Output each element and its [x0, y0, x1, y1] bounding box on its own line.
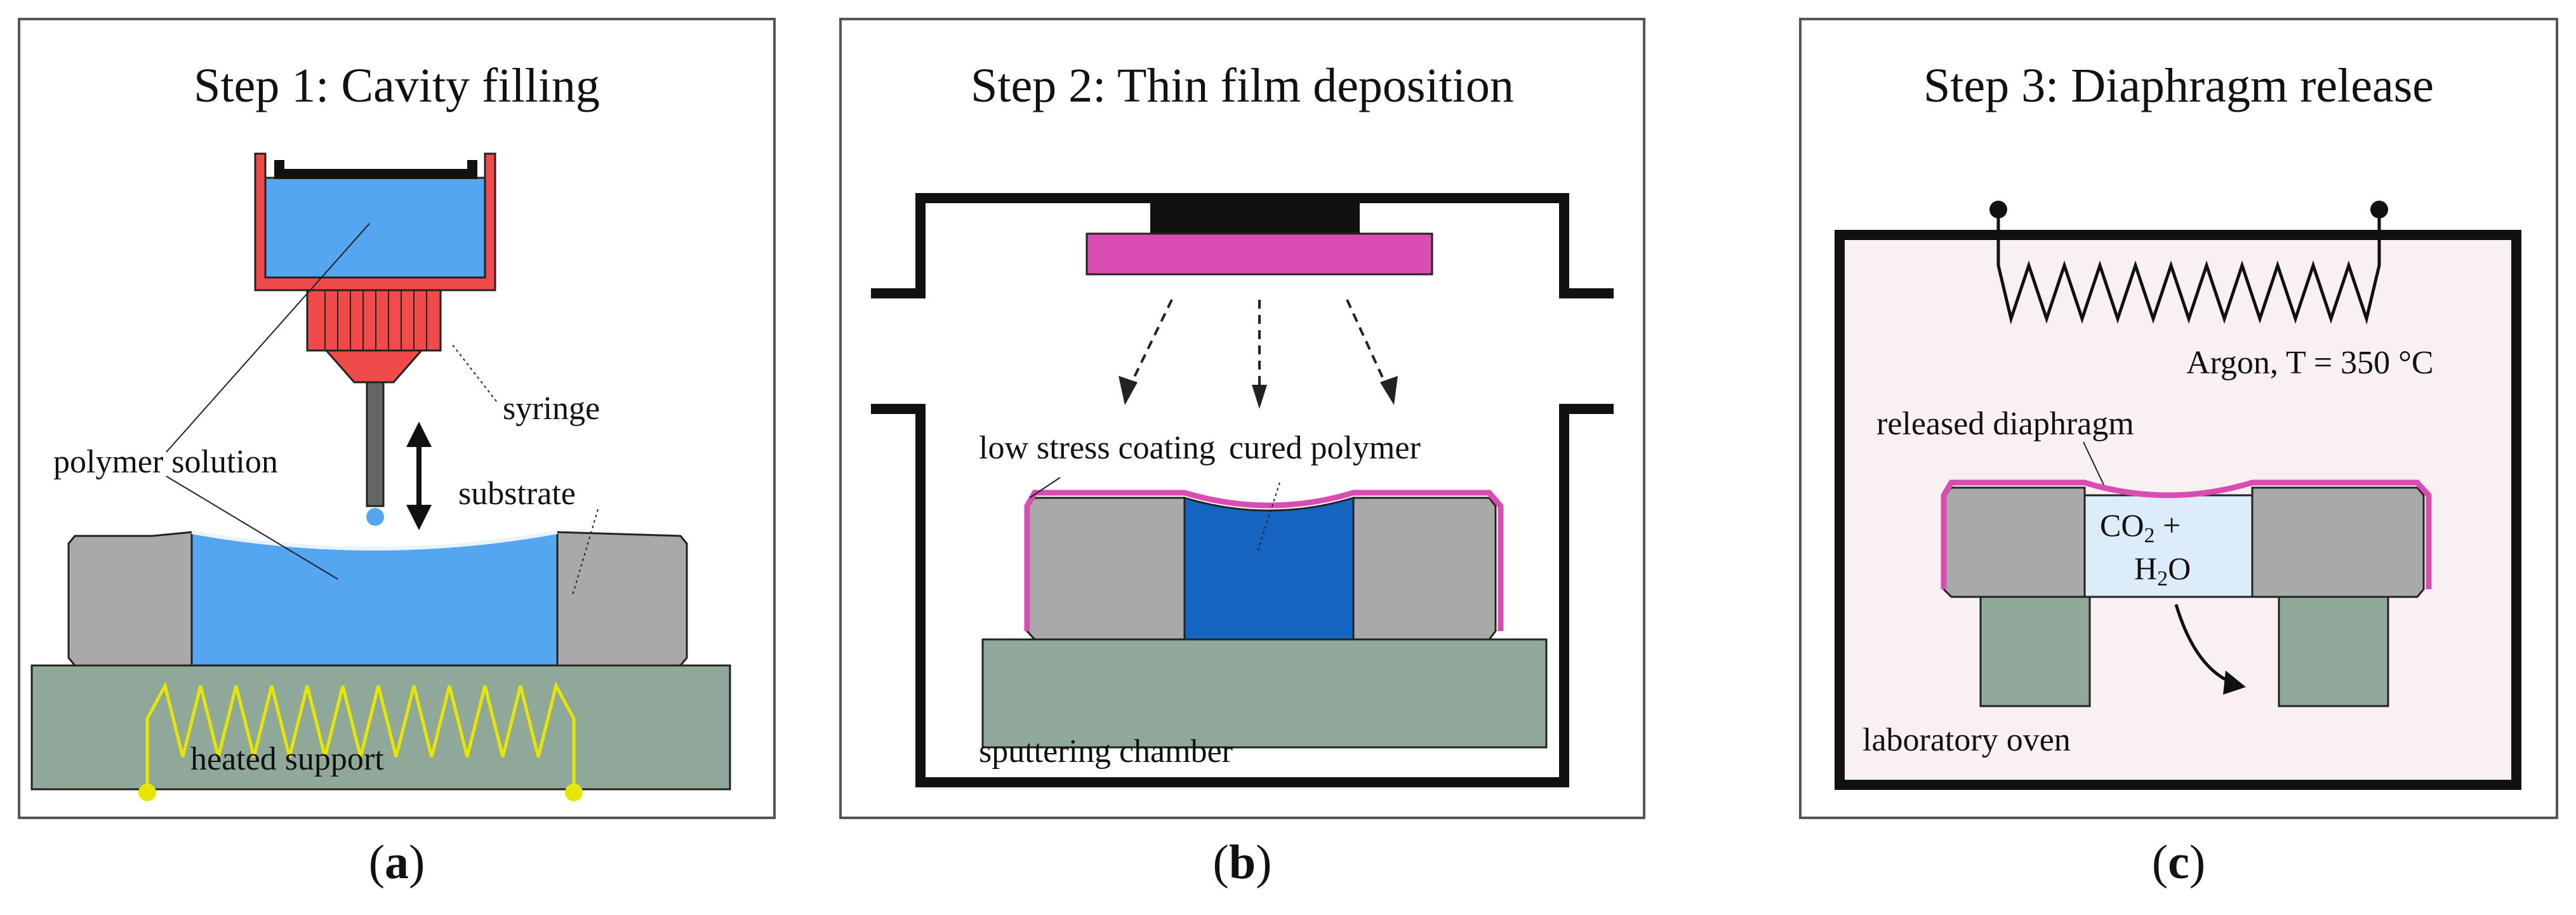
substrate-right: [556, 531, 688, 667]
caption-b: (b): [1212, 836, 1272, 889]
motion-arrow-head-up: [406, 422, 432, 447]
support-post-left: [1979, 596, 2091, 707]
sample-holder: [981, 638, 1548, 749]
syringe-needle: [366, 381, 385, 507]
heater-coil: [145, 681, 576, 767]
leader-low-stress-coating: [1029, 477, 1061, 498]
label-h2o: H2O: [2134, 551, 2191, 591]
syringe-fluid: [264, 177, 486, 279]
thin-film-deposition-diagram: low stress coating cured polymer sputter…: [871, 193, 1614, 787]
heater-terminal-left: [138, 784, 156, 801]
motion-arrow-head-down: [406, 505, 432, 530]
label-polymer-solution: polymer solution: [53, 444, 278, 480]
released-substrate-left: [1942, 486, 2086, 598]
released-cavity: [2083, 494, 2254, 598]
panel-thin-film-deposition: Step 2: Thin film deposition low stress …: [839, 18, 1645, 819]
coated-substrate-right: [1352, 497, 1497, 641]
polymer-droplet: [366, 508, 384, 526]
label-sputtering-chamber: sputtering chamber: [979, 733, 1233, 770]
heater-terminal-right: [565, 784, 583, 801]
sputter-target-holder: [1150, 193, 1360, 234]
label-laboratory-oven: laboratory oven: [1862, 722, 2071, 758]
panel-a-title: Step 1: Cavity filling: [194, 59, 600, 112]
syringe-luer-ridges: [324, 290, 427, 351]
label-argon: Argon, T = 350 °C: [2186, 345, 2434, 381]
released-substrate-right: [2251, 486, 2425, 598]
leader-polymer-solution-1: [166, 223, 370, 453]
panel-cavity-filling: Step 1: Cavity filling: [18, 18, 776, 819]
panel-diaphragm-release: Step 3: Diaphragm release Argon, T = 350…: [1799, 18, 2558, 819]
leader-released-diaphragm: [2083, 441, 2107, 491]
low-stress-coating: [1024, 490, 1504, 631]
flux-arrowhead-right: [1380, 376, 1398, 405]
heater-terminal-right: [2370, 201, 2388, 218]
flux-arrowhead-left: [1119, 376, 1138, 405]
panel-b-title: Step 2: Thin film deposition: [971, 59, 1514, 112]
support-post-right: [2278, 596, 2389, 707]
label-substrate: substrate: [458, 476, 576, 512]
chamber-bottom-wall: [871, 404, 1614, 787]
leader-cured-polymer: [1256, 482, 1280, 554]
leader-polymer-solution-2: [166, 476, 338, 580]
panel-c-title: Step 3: Diaphragm release: [1923, 59, 2434, 112]
gas-escape-arrowhead: [2223, 671, 2246, 695]
caption-c: (c): [2151, 836, 2206, 889]
syringe-plunger-handle-left: [274, 160, 284, 179]
heater-terminal-left: [1989, 201, 2007, 218]
leader-syringe: [451, 344, 497, 402]
coated-substrate-left: [1026, 497, 1186, 641]
polymer-meniscus: [191, 530, 558, 551]
label-syringe: syringe: [503, 391, 600, 427]
label-cured-polymer: cured polymer: [1229, 430, 1421, 466]
label-low-stress-coating: low stress coating: [979, 430, 1216, 466]
substrate-left: [67, 531, 193, 667]
released-diaphragm: [1941, 479, 2432, 589]
deposition-flux-arrows: [1127, 299, 1389, 389]
flux-arrowhead-center: [1252, 385, 1267, 409]
cavity-polymer-solution: [190, 531, 559, 667]
syringe-plunger-handle-right: [467, 160, 477, 179]
leader-substrate: [572, 509, 599, 596]
syringe-tip: [324, 349, 424, 384]
oven-heater-coil: [1996, 213, 2381, 325]
label-heated-support: heated support: [190, 741, 384, 777]
cavity-filling-diagram: syringe polymer solution substrate heate…: [30, 152, 731, 801]
diaphragm-release-diagram: Argon, T = 350 °C released diaphragm CO2…: [1835, 201, 2521, 790]
label-released-diaphragm: released diaphragm: [1876, 406, 2134, 442]
cured-polymer: [1183, 496, 1355, 641]
syringe-luer-lock: [306, 289, 442, 352]
caption-a: (a): [368, 836, 425, 889]
sputter-target: [1086, 232, 1433, 276]
label-co2: CO2 +: [2100, 507, 2181, 547]
syringe-plunger: [274, 169, 477, 179]
